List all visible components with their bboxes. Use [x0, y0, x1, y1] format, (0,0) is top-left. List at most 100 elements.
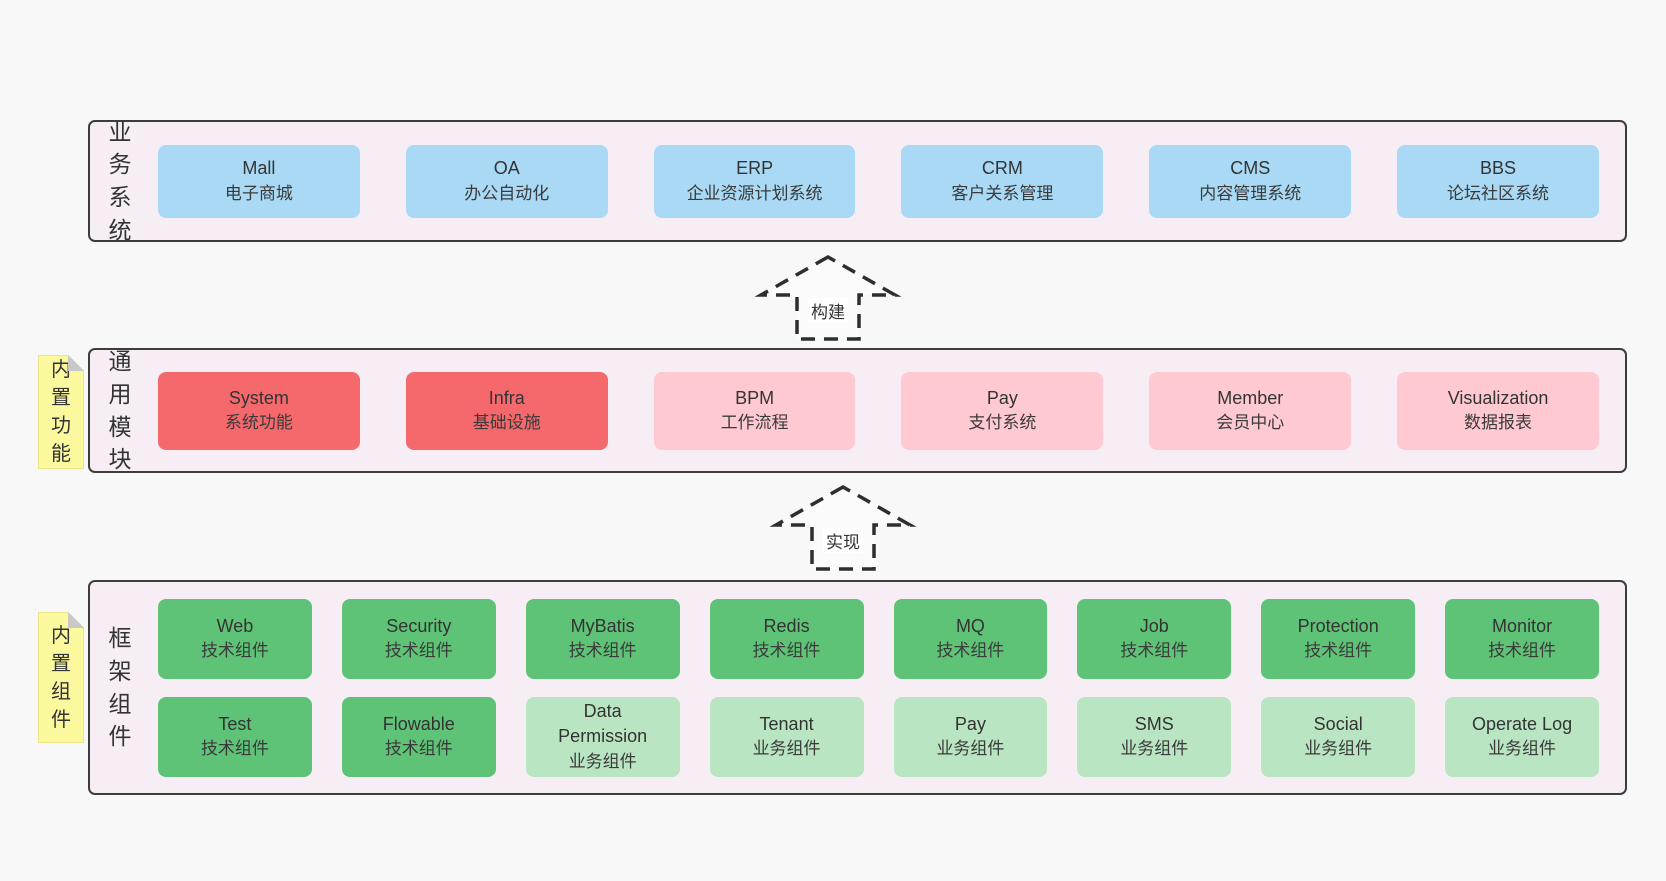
box-name: Member	[1217, 387, 1284, 408]
box-desc: 技术组件	[568, 641, 637, 661]
band-content: Web 技术组件 Security 技术组件 MyBatis 技术组件 Redi…	[150, 582, 1625, 793]
sticky-note-builtin-features: 内置功能	[38, 355, 84, 469]
box-desc: 业务组件	[1120, 739, 1189, 759]
band-common-modules: 通用模块 System 系统功能 Infra 基础设施 BPM 工作流程 Pay…	[88, 348, 1627, 473]
band-label-text: 通用模块	[108, 348, 132, 473]
arrow-build: 构建	[753, 254, 903, 342]
box-name: BBS	[1480, 158, 1517, 179]
box-mall: Mall 电子商城	[158, 144, 360, 218]
box-desc: 数据报表	[1464, 413, 1533, 433]
box-name: MyBatis	[570, 615, 635, 636]
box-test: Test 技术组件	[158, 696, 312, 777]
box-name: OA	[493, 158, 520, 179]
band-content: System 系统功能 Infra 基础设施 BPM 工作流程 Pay 支付系统…	[150, 350, 1625, 471]
box-name: Operate Log	[1472, 713, 1573, 734]
box-security: Security 技术组件	[341, 598, 496, 679]
box-desc: 技术组件	[1488, 641, 1557, 661]
box-desc: 客户关系管理	[951, 183, 1054, 203]
box-name: Social	[1313, 713, 1363, 734]
box-desc: 电子商城	[224, 183, 293, 203]
box-bbs: BBS 论坛社区系统	[1397, 144, 1599, 218]
box-name: Pay	[954, 713, 986, 734]
box-desc: 业务组件	[752, 739, 821, 759]
box-mybatis: MyBatis 技术组件	[525, 598, 680, 679]
box-crm: CRM 客户关系管理	[901, 144, 1104, 218]
box-desc: 内容管理系统	[1199, 183, 1302, 203]
box-cms: CMS 内容管理系统	[1149, 144, 1352, 218]
box-desc: 企业资源计划系统	[686, 183, 823, 203]
box-desc: 技术组件	[200, 641, 269, 661]
box-desc: 业务组件	[936, 739, 1005, 759]
box-mq: MQ 技术组件	[893, 598, 1048, 679]
band-label-business: 业务系统	[90, 119, 150, 243]
sticky-note-builtin-components: 内置组件	[38, 612, 84, 743]
band-label-text: 业务系统	[108, 118, 132, 243]
box-web: Web 技术组件	[158, 598, 312, 679]
box-name: CMS	[1230, 158, 1271, 179]
box-name: Web	[216, 615, 254, 636]
box-desc: 会员中心	[1216, 413, 1285, 433]
box-name: CRM	[981, 158, 1023, 179]
box-row: Mall 电子商城 OA 办公自动化 ERP 企业资源计划系统 CRM 客户关系…	[158, 144, 1599, 218]
box-sms: SMS 业务组件	[1077, 696, 1232, 777]
box-name: ERP	[736, 158, 774, 179]
box-infra: Infra 基础设施	[405, 371, 608, 450]
box-job: Job 技术组件	[1077, 598, 1232, 679]
band-framework-components: 框架组件 Web 技术组件 Security 技术组件 MyBatis 技术组件…	[88, 580, 1627, 795]
sticky-note-text: 内置功能	[51, 359, 71, 465]
box-desc: 业务组件	[1488, 739, 1557, 759]
box-row: Web 技术组件 Security 技术组件 MyBatis 技术组件 Redi…	[158, 598, 1599, 679]
box-name: MQ	[955, 615, 985, 636]
box-social: Social 业务组件	[1261, 696, 1416, 777]
box-name: Protection	[1297, 615, 1379, 636]
box-row: Test 技术组件 Flowable 技术组件 Data Permission …	[158, 696, 1599, 777]
box-oa: OA 办公自动化	[405, 144, 608, 218]
box-protection: Protection 技术组件	[1261, 598, 1416, 679]
box-desc: 系统功能	[224, 413, 293, 433]
box-desc: 业务组件	[568, 751, 637, 771]
box-desc: 技术组件	[1120, 641, 1189, 661]
box-name: Redis	[763, 615, 810, 636]
box-visualization: Visualization 数据报表	[1397, 371, 1599, 450]
arrow-build-label: 构建	[808, 298, 848, 323]
box-desc: 业务组件	[1304, 739, 1373, 759]
box-desc: 技术组件	[936, 641, 1005, 661]
box-name: Test	[218, 713, 252, 734]
band-business-systems: 业务系统 Mall 电子商城 OA 办公自动化 ERP 企业资源计划系统 CRM…	[88, 119, 1627, 243]
box-erp: ERP 企业资源计划系统	[653, 144, 856, 218]
box-pay-component: Pay 业务组件	[893, 696, 1048, 777]
box-desc: 技术组件	[752, 641, 821, 661]
box-name: Data Permission	[558, 700, 648, 747]
band-label-modules: 通用模块	[90, 348, 150, 472]
box-desc: 论坛社区系统	[1447, 183, 1550, 203]
box-bpm: BPM 工作流程	[653, 371, 856, 450]
band-label-text: 框架组件	[108, 625, 132, 750]
sticky-note-text: 内置组件	[51, 624, 71, 731]
box-desc: 技术组件	[384, 641, 453, 661]
box-member: Member 会员中心	[1149, 371, 1352, 450]
box-operate-log: Operate Log 业务组件	[1445, 696, 1599, 777]
box-redis: Redis 技术组件	[709, 598, 864, 679]
box-name: Monitor	[1492, 615, 1553, 636]
box-desc: 办公自动化	[464, 183, 550, 203]
box-name: System	[228, 387, 289, 408]
box-monitor: Monitor 技术组件	[1445, 598, 1599, 679]
arrow-implement-label: 实现	[823, 528, 863, 553]
box-system: System 系统功能	[158, 371, 360, 450]
band-content: Mall 电子商城 OA 办公自动化 ERP 企业资源计划系统 CRM 客户关系…	[150, 122, 1625, 240]
box-desc: 基础设施	[472, 413, 541, 433]
band-label-framework: 框架组件	[90, 582, 150, 793]
box-name: Infra	[488, 387, 525, 408]
box-name: Job	[1139, 615, 1169, 636]
box-name: Mall	[242, 158, 276, 179]
box-name: Flowable	[382, 713, 455, 734]
box-tenant: Tenant 业务组件	[709, 696, 864, 777]
box-desc: 技术组件	[384, 739, 453, 759]
arrow-implement: 实现	[768, 484, 918, 572]
box-name: Visualization	[1447, 387, 1549, 408]
box-desc: 支付系统	[968, 413, 1037, 433]
box-name: Tenant	[759, 713, 814, 734]
box-pay-system: Pay 支付系统	[901, 371, 1104, 450]
box-name: Pay	[986, 387, 1018, 408]
box-flowable: Flowable 技术组件	[341, 696, 496, 777]
